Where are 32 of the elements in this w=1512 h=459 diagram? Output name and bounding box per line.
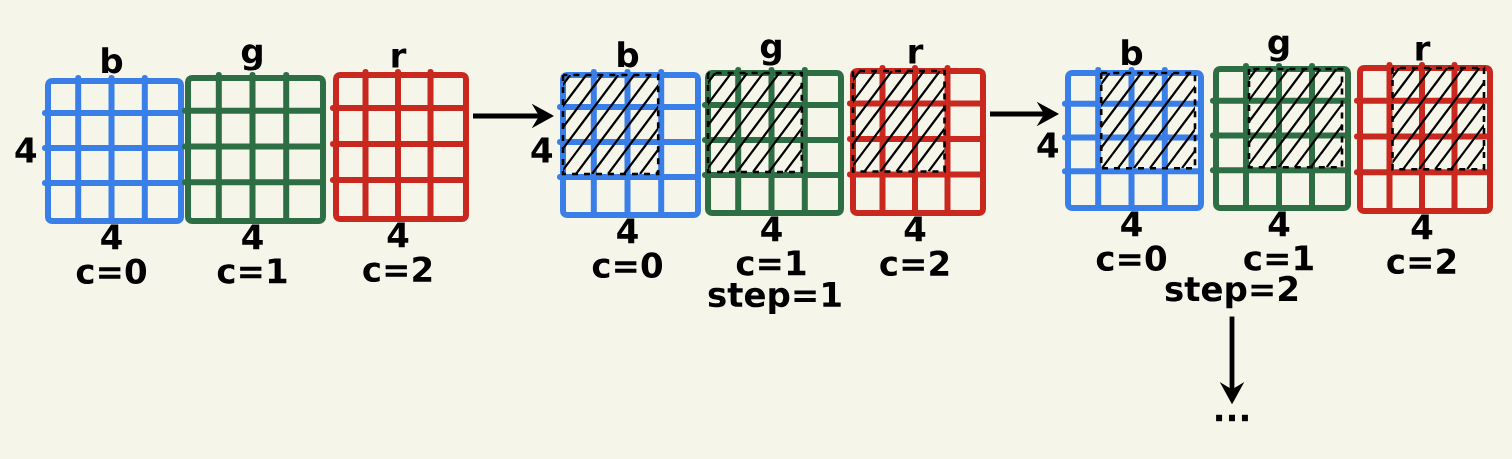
dimension-label: 4 [101,224,122,250]
channel-index-label: c=2 [1387,248,1456,275]
channel-letter: r [909,44,924,64]
channel-letter: g [241,44,262,71]
dimension-label: 4 [1037,132,1059,158]
channel-index-label: c=1 [217,258,287,284]
dimension-label: 4 [531,137,553,163]
channel-letter: g [760,39,781,66]
step-label: ... [1216,414,1248,422]
channel-index-label: c=2 [363,256,432,283]
step-label: step=1 [708,282,841,314]
dimension-label: 4 [904,216,926,242]
dimension-label: 4 [617,218,638,244]
channel-index-label: c=0 [76,258,147,285]
channel-index-label: c=0 [1096,245,1166,272]
channel-index-label: c=1 [1244,245,1313,271]
dimension-label: 4 [1268,211,1290,237]
dimension-label: 4 [387,222,409,248]
dimension-label: 4 [242,224,263,250]
dimension-label: 4 [761,216,782,242]
channel-letter: r [392,48,407,68]
channel-index-label: c=0 [592,252,663,279]
channel-letter: g [1268,35,1289,62]
channel-letter: b [1122,39,1143,66]
channel-letter: r [1416,41,1431,61]
channel-index-label: c=2 [880,250,949,277]
channel-letter: b [102,47,123,74]
dimension-label: 4 [1121,211,1142,237]
channel-letter: b [618,41,639,68]
step-label: step=2 [1165,275,1298,309]
dimension-label: 4 [1411,214,1433,240]
channel-index-label: c=1 [736,250,806,276]
